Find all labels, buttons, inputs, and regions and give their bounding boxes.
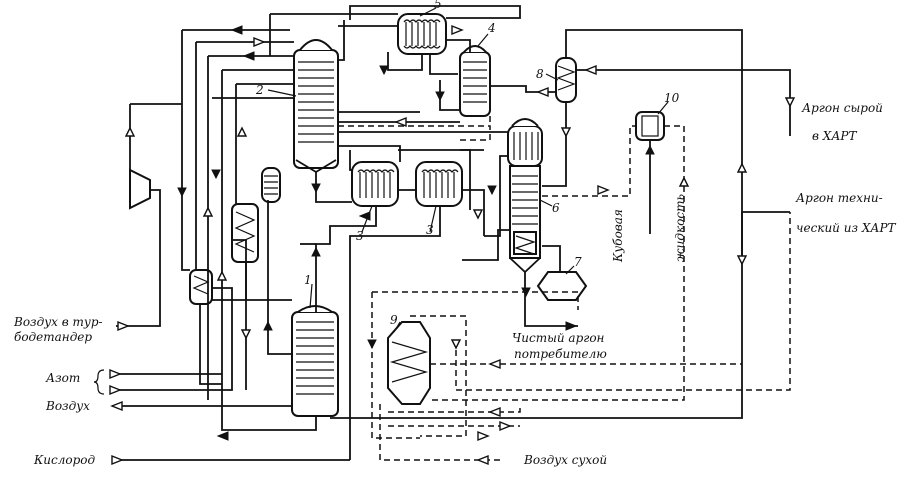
label-nitrogen: Азот	[45, 371, 80, 385]
label-num-4: 4	[487, 21, 496, 35]
nitrogen-brace	[93, 369, 105, 395]
label-num-7: 7	[574, 255, 582, 269]
label-pure-argon-line2: потребителю	[514, 347, 607, 361]
label-argon-raw-line1: Аргон сырой	[801, 101, 883, 115]
label-air-turbo-line2: бодетандер	[14, 330, 92, 344]
label-oxygen: Кислород	[33, 453, 96, 467]
label-bottoms-line1: Кубовая	[611, 209, 625, 263]
label-air-turbo-line1: Воздух в тур-	[13, 315, 103, 329]
open-arrows	[109, 24, 796, 466]
turbo-expander	[129, 168, 151, 210]
stream-labels: Воздух в тур- бодетандер Азот Воздух Кис…	[13, 101, 897, 467]
pure-argon-column-6	[507, 118, 543, 274]
heat-exchanger-9	[387, 321, 431, 405]
evaporator-3b	[415, 161, 463, 207]
vessel-7	[536, 271, 588, 301]
lower-column-1	[291, 305, 339, 417]
solid-piping	[110, 5, 791, 461]
label-num-8: 8	[536, 67, 544, 81]
label-num-1: 1	[304, 273, 312, 287]
adsorber-10	[635, 111, 665, 141]
filter-small	[261, 167, 281, 203]
equipment-numbers: 1 2 3 3 4 5 6 7 8 9 10	[255, 0, 680, 327]
argon-column-4	[459, 45, 491, 117]
label-num-5: 5	[434, 0, 442, 11]
label-dry-air: Воздух сухой	[523, 453, 607, 467]
label-num-9: 9	[390, 313, 398, 327]
heat-exchanger-8	[555, 57, 577, 103]
evaporator-3a	[351, 161, 399, 207]
label-num-2: 2	[255, 83, 264, 97]
heat-exchanger-left-lower	[189, 269, 213, 305]
label-num-10: 10	[664, 91, 680, 105]
upper-column-2	[293, 39, 339, 174]
label-num-3a: 3	[356, 229, 364, 243]
leader-lines	[267, 7, 669, 333]
dashed-piping	[338, 116, 791, 461]
label-argon-raw-line2: в ХАРТ	[812, 129, 858, 143]
label-argon-tech-line1: Аргон техни-	[795, 191, 883, 205]
label-argon-tech-line2: ческий из ХАРТ	[796, 221, 897, 235]
label-air: Воздух	[45, 399, 90, 413]
label-pure-argon-line1: Чистый аргон	[512, 331, 605, 345]
heat-exchanger-left-upper	[231, 203, 259, 263]
label-bottoms-line2: жидкость	[673, 194, 687, 262]
condenser-5	[397, 13, 447, 55]
label-num-3b: 3	[426, 223, 434, 237]
label-num-6: 6	[552, 201, 560, 215]
